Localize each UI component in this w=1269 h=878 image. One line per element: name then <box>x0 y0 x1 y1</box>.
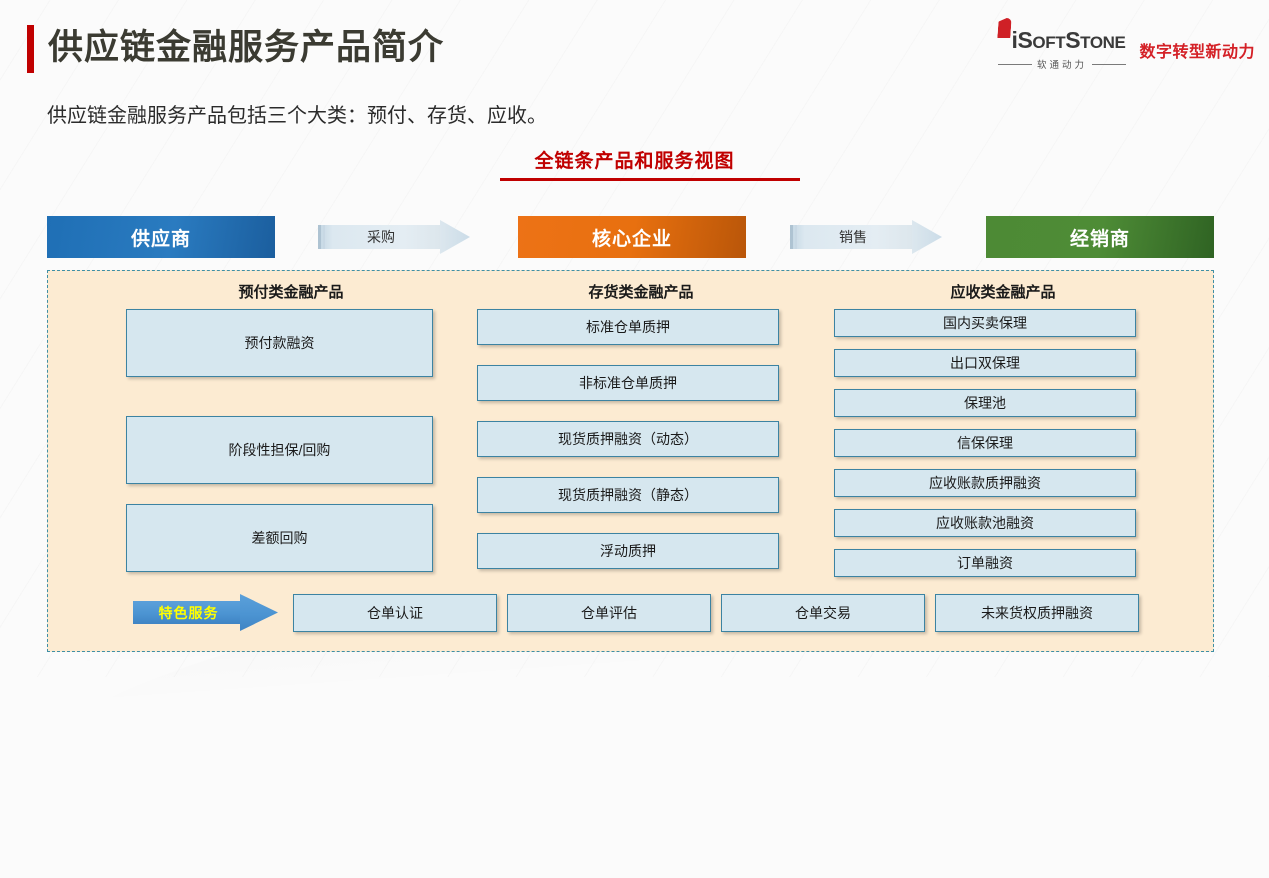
chain-arrow-purchase-shaft <box>318 225 442 249</box>
slide-canvas: 供应链金融服务产品简介 供应链金融服务产品包括三个大类：预付、存货、应收。 iS… <box>0 0 1269 652</box>
column-title-inventory: 存货类金融产品 <box>588 284 694 301</box>
product-box[interactable]: 预付款融资 <box>126 309 433 377</box>
brand-logo: iSOFTSTONE 软通动力 数字转型新动力 <box>996 28 1255 71</box>
logo-rule-left <box>998 63 1032 65</box>
product-box[interactable]: 浮动质押 <box>477 533 779 569</box>
chain-arrow-purchase-head-icon <box>440 220 470 254</box>
chain-node-supplier[interactable]: 供应商 <box>47 216 275 258</box>
special-service-box[interactable]: 仓单认证 <box>293 594 497 632</box>
special-service-box[interactable]: 未来货权质押融资 <box>935 594 1139 632</box>
product-box[interactable]: 阶段性担保/回购 <box>126 416 433 484</box>
logo-word-i: i <box>1011 27 1018 53</box>
product-box[interactable]: 非标准仓单质押 <box>477 365 779 401</box>
page-title: 供应链金融服务产品简介 <box>48 28 445 67</box>
special-service-arrow-shaft <box>133 601 242 624</box>
logo-word-tone: TONE <box>1080 33 1126 52</box>
chain-node-core-enterprise[interactable]: 核心企业 <box>518 216 746 258</box>
product-box[interactable]: 出口双保理 <box>834 349 1136 377</box>
product-box[interactable]: 保理池 <box>834 389 1136 417</box>
logo-rule-right <box>1091 63 1126 65</box>
special-service-box[interactable]: 仓单评估 <box>507 594 711 632</box>
product-box[interactable]: 标准仓单质押 <box>477 309 779 345</box>
logo-tagline: 数字转型新动力 <box>1139 43 1255 61</box>
page-subtitle: 供应链金融服务产品包括三个大类：预付、存货、应收。 <box>47 105 547 127</box>
special-service-box[interactable]: 仓单交易 <box>721 594 925 632</box>
chain-node-dealer[interactable]: 经销商 <box>986 216 1214 258</box>
column-title-prepaid: 预付类金融产品 <box>238 284 344 301</box>
section-heading-text: 全链条产品和服务视图 <box>534 151 735 172</box>
product-box[interactable]: 差额回购 <box>126 504 433 572</box>
product-box[interactable]: 现货质押融资（动态） <box>477 421 779 457</box>
logo-mark: iSOFTSTONE 软通动力 <box>996 28 1126 71</box>
logo-word-s1: S <box>1017 27 1033 53</box>
logo-flag-icon <box>998 18 1012 38</box>
product-box[interactable]: 信保保理 <box>834 429 1136 457</box>
chain-arrow-sales-body: 销售 <box>790 220 942 254</box>
product-box[interactable]: 应收账款池融资 <box>834 509 1136 537</box>
column-title-receivable: 应收类金融产品 <box>950 284 1056 301</box>
chain-arrow-sales: 销售 <box>790 220 942 254</box>
supply-chain-row: 供应商 采购 核心企业 销售 经销商 <box>0 216 1269 258</box>
special-service-arrow: 特色服务 <box>133 594 278 631</box>
logo-chinese-row: 软通动力 <box>996 57 1126 71</box>
section-heading-underline <box>500 178 800 181</box>
product-box[interactable]: 现货质押融资（静态） <box>477 477 779 513</box>
chain-arrow-purchase-body: 采购 <box>318 220 470 254</box>
logo-word-oft: OFT <box>1032 33 1066 52</box>
logo-word-s2: S <box>1065 27 1081 53</box>
chain-arrow-purchase: 采购 <box>318 220 470 254</box>
special-service-label: 特色服务 <box>158 604 219 621</box>
chain-arrow-sales-label: 销售 <box>839 229 867 245</box>
logo-wordmark: iSOFTSTONE <box>996 28 1125 55</box>
logo-chinese-name: 软通动力 <box>1036 60 1087 71</box>
title-accent-bar <box>27 25 34 73</box>
product-box[interactable]: 国内买卖保理 <box>834 309 1136 337</box>
section-heading: 全链条产品和服务视图 <box>0 146 1269 173</box>
chain-arrow-sales-shaft <box>790 225 914 249</box>
product-box[interactable]: 应收账款质押融资 <box>834 469 1136 497</box>
product-box[interactable]: 订单融资 <box>834 549 1136 577</box>
product-panel: 预付类金融产品 存货类金融产品 应收类金融产品 预付款融资 阶段性担保/回购 差… <box>47 270 1214 652</box>
special-service-arrow-head-icon <box>240 594 278 631</box>
chain-arrow-purchase-label: 采购 <box>367 229 395 245</box>
chain-arrow-sales-head-icon <box>912 220 942 254</box>
